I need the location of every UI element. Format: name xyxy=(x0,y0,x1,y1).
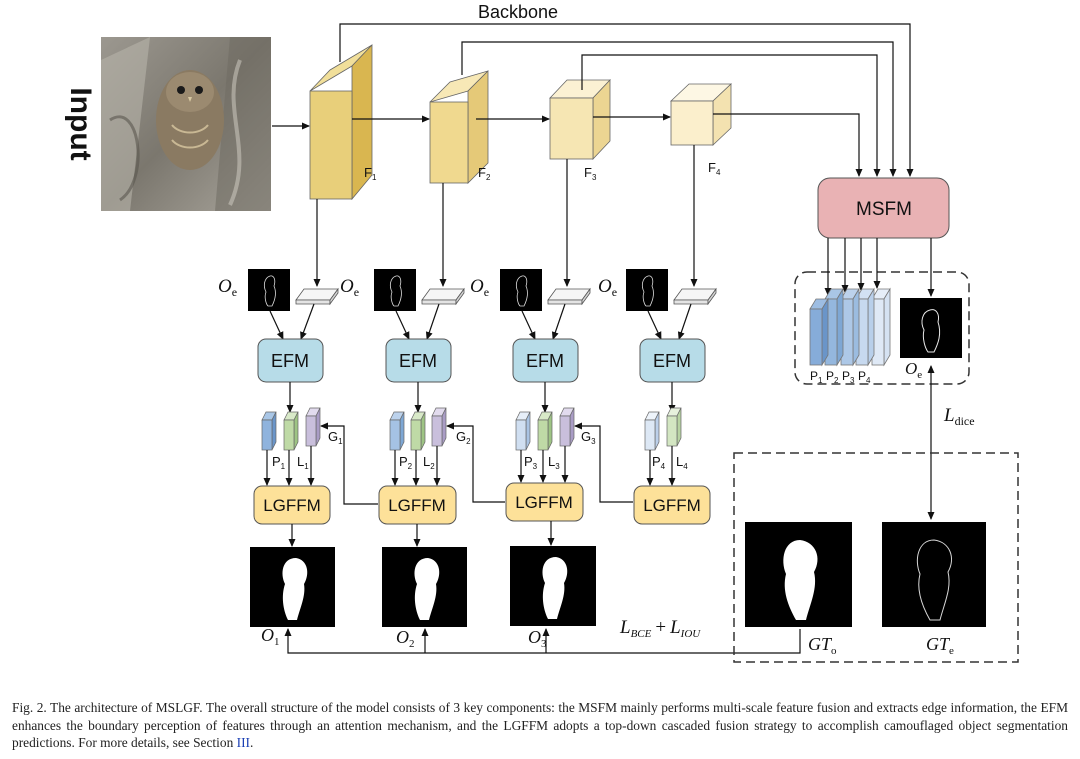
output-mask-1 xyxy=(250,547,335,627)
output-mask-3 xyxy=(510,546,596,626)
msfm-p-stack xyxy=(809,287,891,367)
branch-1 xyxy=(248,269,339,311)
oe-label-1a: Oe xyxy=(218,276,237,299)
lgffm-block-2: LGFFM xyxy=(378,485,457,525)
oe-thumb-3 xyxy=(500,269,542,311)
caption-end: . xyxy=(250,735,254,750)
oe-label-3: Oe xyxy=(598,276,617,299)
lgffm-block-1: LGFFM xyxy=(253,485,331,525)
msfm-output-box xyxy=(794,271,970,385)
l1-label: L1 xyxy=(297,454,309,471)
plg-slabs-3 xyxy=(515,407,575,451)
guidance-arrows xyxy=(320,422,633,505)
g2-label: G2 xyxy=(456,429,471,446)
msfm-p2: P2 xyxy=(826,369,839,385)
p4-label: P4 xyxy=(652,454,666,471)
efm-block-4: EFM xyxy=(639,338,706,383)
gt-edge-mask xyxy=(882,522,986,627)
msfm-p1: P1 xyxy=(810,369,823,385)
lgffm-label-1: LGFFM xyxy=(263,496,321,515)
l4-label: L4 xyxy=(676,454,688,471)
oe-thumb-4 xyxy=(626,269,668,311)
plg-slabs-1 xyxy=(261,407,321,451)
efm-label-4: EFM xyxy=(653,351,691,371)
output-mask-2 xyxy=(382,547,467,627)
lgffm-output-arrows xyxy=(288,521,555,547)
l3-label: L3 xyxy=(548,454,560,471)
msfm-output-arrows xyxy=(824,238,935,297)
msfm-p3: P3 xyxy=(842,369,855,385)
backbone-label: Backbone xyxy=(478,2,558,22)
label-f3: F3 xyxy=(584,165,597,182)
architecture-diagram: Input F1 F2 F3 F4 Backbone xyxy=(64,2,1019,663)
efm-label-3: EFM xyxy=(526,351,564,371)
p2-label: P2 xyxy=(399,454,413,471)
msfm-edge-map xyxy=(900,298,962,358)
label-f4: F4 xyxy=(708,160,721,177)
slab-to-lgffm-arrows xyxy=(263,446,676,486)
msfm-p4: P4 xyxy=(858,369,871,385)
feature-block-f1 xyxy=(309,44,373,201)
input-image xyxy=(101,37,271,211)
msfm-label: MSFM xyxy=(856,199,912,220)
oe-label-2: Oe xyxy=(470,276,489,299)
lgffm-label-4: LGFFM xyxy=(643,496,701,515)
caption-text: Fig. 2. The architecture of MSLGF. The o… xyxy=(12,700,1068,750)
ldice-label: Ldice xyxy=(943,405,975,428)
efm-block-1: EFM xyxy=(257,338,324,383)
oe-thumb-1 xyxy=(248,269,290,311)
efm-label-1: EFM xyxy=(271,351,309,371)
g1-label: G1 xyxy=(328,429,343,446)
p3-label: P3 xyxy=(524,454,538,471)
p1-label: P1 xyxy=(272,454,286,471)
label-f1: F1 xyxy=(364,165,377,182)
figure-caption: Fig. 2. The architecture of MSLGF. The o… xyxy=(12,699,1068,752)
output-label-1: O1 xyxy=(261,625,280,648)
msfm-oe-label: Oe xyxy=(905,359,922,381)
lgffm-label-2: LGFFM xyxy=(388,496,446,515)
lgffm-label-3: LGFFM xyxy=(515,493,573,512)
feature-block-f3 xyxy=(549,78,611,161)
oe-label-1b: Oe xyxy=(340,276,359,299)
backbone-arrows xyxy=(272,23,914,177)
label-f2: F2 xyxy=(478,165,491,182)
lgffm-block-3: LGFFM xyxy=(505,482,584,522)
efm-block-3: EFM xyxy=(512,338,579,383)
gt-o-label: GTo xyxy=(808,634,837,657)
section-link[interactable]: III xyxy=(236,735,251,750)
msfm-block xyxy=(817,177,950,239)
branch-3 xyxy=(500,269,591,311)
efm-output-arrows xyxy=(286,382,676,413)
plg-slabs-4 xyxy=(644,407,682,451)
efm-label-2: EFM xyxy=(399,351,437,371)
gt-object-mask xyxy=(745,522,852,627)
lgffm-block-4: LGFFM xyxy=(633,485,711,525)
loss-bce-iou-label: LBCE+LIOU xyxy=(619,617,701,640)
efm-input-arrows xyxy=(269,303,692,340)
gt-e-label: GTe xyxy=(926,634,954,657)
supervision-line xyxy=(284,628,801,654)
plg-slabs-2 xyxy=(389,407,447,451)
feature-block-f2 xyxy=(429,70,489,184)
oe-thumb-2 xyxy=(374,269,416,311)
output-label-2: O2 xyxy=(396,627,415,650)
l2-label: L2 xyxy=(423,454,435,471)
g3-label: G3 xyxy=(581,429,596,446)
efm-block-2: EFM xyxy=(385,338,452,383)
output-label-3: O3 xyxy=(528,627,547,650)
down-arrows xyxy=(313,145,698,287)
branch-4 xyxy=(626,269,717,311)
input-label: Input xyxy=(64,87,97,160)
branch-2 xyxy=(374,269,465,311)
ground-truth-box xyxy=(733,452,1019,663)
